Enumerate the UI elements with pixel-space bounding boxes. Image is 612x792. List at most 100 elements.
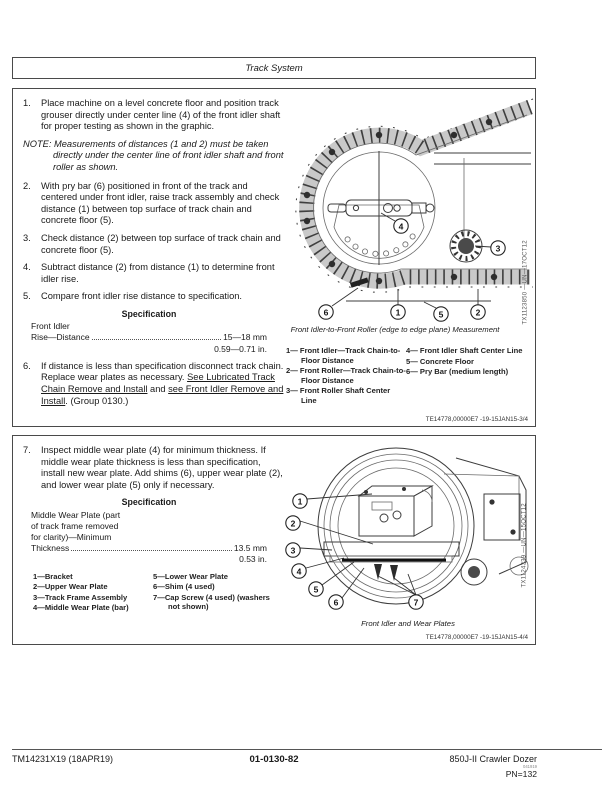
footer-rule [12, 749, 602, 750]
callout-6: 6 [318, 304, 334, 320]
step-number: 7. [23, 445, 31, 455]
step-number: 5. [23, 291, 31, 302]
leader-5 [321, 561, 355, 586]
figure2-image-code: TX1124339 —UN—15OCT12 [520, 503, 528, 588]
spec-label-line: of track frame removed [31, 520, 119, 531]
step-number: 3. [23, 232, 31, 243]
step-7: 7. Inspect middle wear plate (4) for min… [23, 445, 285, 491]
leader-3 [299, 547, 333, 551]
idler-wheel [317, 447, 475, 605]
pry-bar [350, 277, 369, 288]
step-text: Inspect middle wear plate (4) for minimu… [41, 445, 283, 490]
specification-heading: Specification [121, 497, 177, 508]
track-grousers [295, 98, 534, 293]
legend-item-4: 4—Middle Wear Plate (bar) [33, 603, 129, 613]
step-text: Compare front idler rise distance to spe… [41, 291, 243, 302]
svg-text:5: 5 [439, 309, 444, 319]
callout-5: 5 [433, 306, 449, 322]
chain-inner-edge [313, 114, 528, 274]
step-text: Subtract distance (2) from distance (1) … [41, 262, 275, 284]
step-text: Check distance (2) between top surface o… [41, 232, 281, 255]
figure2-doc-code: TE14778,00000E7 -19-15JAN15-4/4 [425, 634, 528, 641]
section-box-idler-rise: 1. Place machine on a level concrete flo… [12, 88, 536, 427]
section2-text-column: 7. Inspect middle wear plate (4) for min… [23, 445, 285, 614]
figure1-image-code: TX1123850 —UN—17OCT12 [521, 240, 529, 325]
svg-text:3: 3 [496, 243, 501, 253]
step-2: 2. With pry bar (6) positioned in front … [23, 181, 285, 227]
leader-5 [423, 301, 437, 309]
legend-item-3: 3— Front Roller Shaft Center Line [286, 386, 391, 405]
header-box: Track System [12, 57, 536, 79]
legend-column-1: 1— Front Idler—Track Chain-to-Floor Dist… [286, 346, 406, 407]
svg-text:4: 4 [399, 221, 404, 231]
svg-text:5: 5 [314, 584, 319, 594]
callout-2: 2 [285, 515, 301, 531]
specification-front-idler-rise: Specification Front Idler Rise—Distance … [31, 309, 267, 355]
callout-2: 2 [470, 304, 486, 320]
figure1-caption: Front Idler-to-Front Roller (edge to edg… [290, 325, 500, 334]
step-1: 1. Place machine on a level concrete flo… [23, 98, 285, 133]
figure1-legend: 1— Front Idler—Track Chain-to-Floor Dist… [286, 346, 531, 407]
legend-item-1: 1—Bracket [33, 571, 73, 581]
step-5: 5. Compare front idler rise distance to … [23, 291, 285, 303]
step-text: Place machine on a level concrete floor … [41, 98, 281, 132]
legend-item-4: 4— Front Idler Shaft Center Line [406, 346, 523, 355]
step-number: 2. [23, 180, 31, 191]
spec-label-line: Middle Wear Plate (part [31, 509, 121, 520]
footer-section-page-code: 01-0130-82 [249, 754, 299, 765]
track-bolts [303, 118, 498, 285]
step-number: 4. [23, 262, 31, 273]
legend-column-2: 5—Lower Wear Plate 6—Shim (4 used) 7—Cap… [153, 572, 283, 614]
footer-page-number: PN=132 [505, 769, 537, 779]
spec-row-value-in: 0.53 in. [239, 554, 267, 565]
footer-date-code: 041919 [523, 764, 537, 769]
step-6: 6. If distance is less than specificatio… [23, 361, 285, 407]
specification-heading: Specification [121, 308, 177, 319]
legend-item-1: 1— Front Idler—Track Chain-to-Floor Dist… [286, 346, 401, 365]
svg-text:2: 2 [291, 518, 296, 528]
spec-label-line: Front Idler [31, 321, 70, 332]
spec-row-label: Thickness [31, 543, 70, 554]
legend-item-3: 3—Track Frame Assembly [33, 592, 128, 602]
svg-text:2: 2 [476, 307, 481, 317]
section1-text-column: 1. Place machine on a level concrete flo… [23, 98, 285, 413]
svg-text:6: 6 [324, 307, 329, 317]
section-box-wear-plates: 7. Inspect middle wear plate (4) for min… [12, 435, 536, 645]
wear-plate-stack [323, 541, 460, 563]
track-frame [434, 152, 531, 243]
leader-6 [341, 567, 365, 599]
legend-item-5: 5—Lower Wear Plate [153, 571, 228, 581]
leader-7-fan [377, 573, 417, 596]
spec-row-value-mm: 13.5 mm [233, 543, 267, 554]
callout-1: 1 [292, 493, 308, 509]
callout-6: 6 [328, 594, 344, 610]
legend-column-2: 4— Front Idler Shaft Center Line 5— Conc… [406, 346, 531, 407]
svg-text:4: 4 [297, 566, 302, 576]
legend-item-2: 2—Upper Wear Plate [33, 582, 108, 592]
step-3: 3. Check distance (2) between top surfac… [23, 233, 285, 256]
legend-column-1: 1—Bracket 2—Upper Wear Plate 3—Track Fra… [33, 572, 153, 614]
svg-text:7: 7 [414, 597, 419, 607]
step-text: With pry bar (6) positioned in front of … [41, 180, 280, 226]
leader-6 [331, 287, 359, 307]
bracket-assembly [357, 485, 434, 537]
step-number: 6. [23, 360, 31, 371]
figure2-legend: 1—Bracket 2—Upper Wear Plate 3—Track Fra… [33, 572, 285, 614]
callout-3: 3 [285, 542, 301, 558]
legend-item-7: 7—Cap Screw (4 used) (washers not shown) [153, 592, 270, 612]
spec-row-value-in: 0.59—0.71 in. [214, 343, 267, 354]
legend-item-2: 2— Front Roller—Track Chain-to-Floor Dis… [286, 366, 406, 385]
svg-text:3: 3 [291, 545, 296, 555]
callout-5: 5 [308, 581, 324, 597]
dot-leader [71, 550, 232, 552]
svg-text:1: 1 [298, 496, 303, 506]
figure1-doc-code: TE14778,00000E7 -19-15JAN15-3/4 [425, 416, 528, 423]
svg-text:6: 6 [334, 597, 339, 607]
figure-track-measurement: 4 3 6 1 5 2 [295, 98, 534, 322]
leader-2 [299, 520, 374, 545]
callout-4: 4 [291, 563, 307, 579]
spec-row: Thickness 13.5 mm [31, 543, 267, 554]
step-text-rich: If distance is less than specification d… [41, 360, 284, 406]
callout-4: 4 [393, 218, 409, 234]
